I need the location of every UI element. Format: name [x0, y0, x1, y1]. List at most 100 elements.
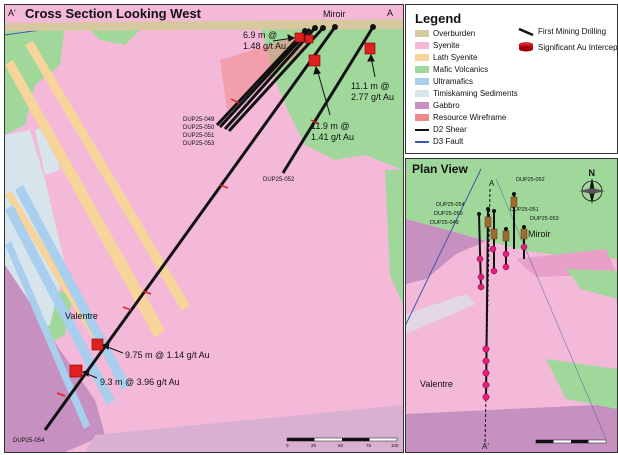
collar — [302, 28, 308, 34]
plan-cylinder — [490, 228, 498, 240]
plan-cylinders — [484, 196, 528, 242]
legend-intercept: Significant Au Intercept — [518, 42, 618, 52]
plan-hole-labels: DUP25-052 DUP25-054 DUP25-050 DUP25-049 … — [430, 177, 559, 226]
plan-intercept — [477, 283, 485, 291]
label-a: A — [387, 8, 393, 18]
plan-title: Plan View — [412, 162, 468, 176]
intercept-11-9m — [308, 54, 321, 67]
legend-intercept-label: Significant Au Intercept — [538, 42, 618, 52]
hole-label-dup25-050: DUP25-050 — [183, 125, 215, 131]
plan-cylinder — [502, 230, 510, 242]
drill-trace-dup25-052 — [281, 26, 375, 174]
tick — [230, 98, 240, 104]
legend-unit: Syenite — [415, 41, 460, 50]
plan-collars — [477, 192, 526, 231]
scale-tick: 75 — [366, 443, 372, 448]
plan-intercept — [476, 255, 484, 263]
plan-intercept — [482, 381, 490, 389]
intercept-annotations: 6.9 m @1.48 g/t Au 11.1 m @2.77 g/t Au 1… — [100, 30, 394, 387]
annotation-9-3m: 9.3 m @ 3.96 g/t Au — [100, 377, 180, 387]
legend-label: D3 Fault — [433, 137, 464, 146]
plan-intercept — [502, 263, 510, 271]
legend-label: Ultramafics — [433, 77, 474, 86]
plan-syenite-variant — [516, 249, 617, 277]
intercept-11-1m — [364, 42, 376, 55]
drill-trace-dup25-049 — [215, 29, 307, 127]
legend-label: Gabbro — [433, 101, 460, 110]
plan-view-map: N Plan View A A' Miroir Valentre DUP25-0… — [406, 159, 617, 452]
ultramafics-dike-3 — [5, 241, 90, 429]
minor-intercept-ticks — [56, 98, 320, 397]
plan-cylinder — [484, 216, 492, 228]
legend-swatch — [415, 102, 429, 109]
annotation-9-75m: 9.75 m @ 1.14 g/t Au — [125, 350, 210, 360]
section-title: Cross Section Looking West — [25, 6, 202, 21]
legend-drilling-label: First Mining Drilling — [538, 27, 607, 36]
arrow — [316, 68, 331, 116]
plan-scale-bar — [535, 439, 607, 444]
arrowhead — [101, 342, 110, 350]
annotation-6-9m: 6.9 m @1.48 g/t Au — [243, 30, 286, 51]
legend-swatch — [415, 114, 429, 121]
drill-holes — [43, 26, 375, 431]
arrowhead — [287, 34, 296, 42]
legend-swatch — [415, 30, 429, 37]
plan-label-a: A — [489, 179, 495, 188]
plan-collar — [492, 209, 496, 213]
plan-label-valentre: Valentre — [420, 379, 453, 389]
plan-cylinder — [510, 196, 518, 208]
drill-trace-dup25-054 — [43, 26, 337, 431]
lath-syenite-dike-2 — [25, 41, 190, 311]
plan-hole-label-dup25-051: DUP25-051 — [510, 207, 539, 213]
tick — [122, 306, 132, 311]
plan-view-panel: N Plan View A A' Miroir Valentre DUP25-0… — [405, 158, 618, 453]
ultramafics-dike-1 — [5, 205, 115, 405]
arrowhead — [313, 65, 321, 75]
tick — [56, 392, 66, 397]
scale-bar-segment — [287, 438, 315, 441]
legend-title: Legend — [415, 11, 462, 26]
plan-trace — [485, 208, 489, 400]
drill-trace-dup25-050 — [218, 27, 312, 129]
tick — [219, 184, 229, 189]
plan-intercept — [502, 250, 510, 258]
drill-symbol-icon — [518, 27, 534, 36]
plan-holes — [476, 192, 528, 401]
label-valentre: Valentre — [65, 311, 98, 321]
arrowhead — [81, 369, 90, 377]
overburden-strip — [5, 19, 403, 31]
plan-cylinder — [520, 228, 528, 240]
plan-intercept — [520, 243, 528, 251]
plan-hole-label-dup25-049: DUP25-049 — [430, 220, 459, 226]
annotation-arrows — [81, 34, 376, 379]
plan-label-a-prime: A' — [482, 442, 489, 451]
legend-line: D3 Fault — [415, 137, 463, 146]
scale-tick: 100 — [391, 443, 399, 448]
annotation-11-9m: 11.9 m @1.41 g/t Au — [311, 121, 354, 142]
legend-label: D2 Shear — [433, 125, 467, 134]
scale-tick: 0 — [286, 443, 289, 448]
scale-bar-segment — [342, 438, 370, 441]
plan-hole-label-dup25-050: DUP25-050 — [434, 211, 463, 217]
plan-collar — [522, 225, 526, 229]
hole-label-dup25-049: DUP25-049 — [183, 117, 215, 123]
legend-swatch — [415, 140, 429, 143]
legend-swatch — [415, 42, 429, 49]
legend-label: Lath Syenite — [433, 53, 478, 62]
plan-collar — [486, 207, 490, 211]
scale-tick: 25 — [311, 443, 317, 448]
collar — [332, 24, 338, 30]
cross-section-map: A' Cross Section Looking West Miroir A V… — [5, 5, 403, 452]
intercepts — [69, 32, 376, 378]
drill-trace-dup25-053 — [227, 26, 325, 133]
legend-line: D2 Shear — [415, 125, 467, 134]
hole-label-dup25-052: DUP25-052 — [263, 177, 295, 183]
collar — [320, 25, 326, 31]
plan-intercept — [489, 245, 497, 253]
hole-label-dup25-053: DUP25-053 — [183, 141, 215, 147]
plan-d3-fault — [406, 168, 482, 325]
legend-swatch — [415, 54, 429, 61]
legend-label: Mafic Volcanics — [433, 65, 489, 74]
legend-unit: Overburden — [415, 29, 475, 38]
